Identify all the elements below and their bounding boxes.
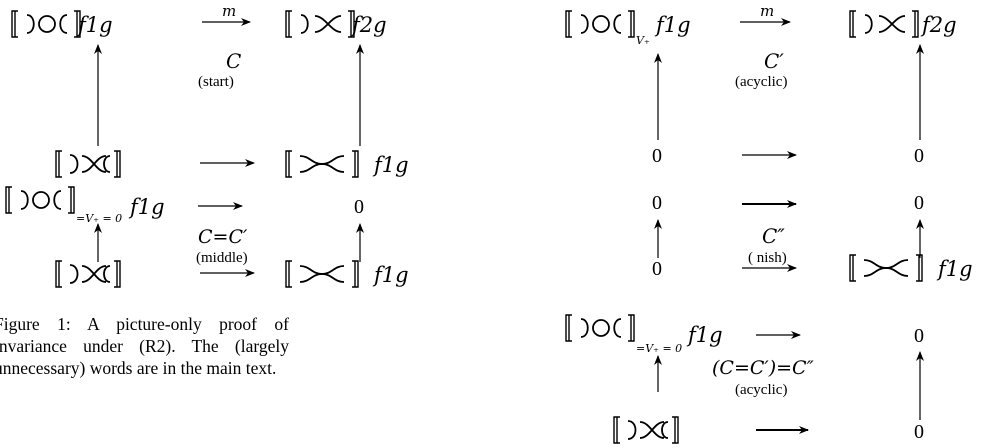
cell-label: C	[226, 49, 241, 73]
left-bottom-square: =V₊ = 0 f1g 0 C=C′ (middle) f1g	[5, 186, 409, 288]
right-top-square: V₊ f1g m f2g C′ (acyclic) 0 0	[565, 2, 957, 167]
node-label: f1g	[76, 13, 113, 37]
node-subscript: =V₊ = 0	[636, 342, 682, 355]
arrow-label: m	[222, 2, 236, 20]
node-zero: 0	[914, 325, 924, 347]
node-subscript: =V₊ = 0	[76, 212, 122, 225]
node-label: f2g	[920, 13, 957, 37]
cell-annotation: (acyclic)	[735, 74, 787, 90]
cell-label: C″	[762, 224, 785, 248]
left-top-square: f1g f2g m C (start) f1g	[11, 2, 409, 178]
cell-label: (C=C′)=C″	[712, 357, 814, 379]
cell-annotation: ( nish)	[748, 250, 787, 266]
node-zero: 0	[652, 258, 662, 280]
node-zero: 0	[652, 145, 662, 167]
node-zero: 0	[652, 192, 662, 214]
node-zero: 0	[914, 421, 924, 443]
right-middle-square: 0 0 C″ ( nish) 0 f1g	[652, 192, 973, 282]
node-label: f1g	[372, 263, 409, 287]
node-label: f1g	[654, 13, 691, 37]
node-subscript: V₊	[636, 34, 650, 47]
cell-label: C=C′	[198, 226, 248, 248]
figure-caption: Figure 1: A picture-only proof of invari…	[0, 314, 289, 378]
node-zero: 0	[914, 145, 924, 167]
node-zero: 0	[354, 196, 364, 218]
bracket-node	[11, 10, 81, 38]
cell-annotation: (start)	[198, 74, 234, 90]
node-label: f1g	[372, 153, 409, 177]
node-zero: 0	[914, 192, 924, 214]
arrow-label: m	[760, 2, 774, 20]
cell-label: C′	[764, 49, 784, 73]
node-label: f1g	[936, 257, 973, 281]
right-bottom-square: =V₊ = 0 f1g 0 (C=C′)=C″ (acyclic) 0	[565, 314, 924, 444]
node-label: f1g	[686, 323, 723, 347]
cell-annotation: (acyclic)	[735, 382, 787, 398]
node-label: f1g	[128, 195, 165, 219]
node-label: f2g	[350, 13, 387, 37]
cell-annotation: (middle)	[196, 250, 248, 266]
